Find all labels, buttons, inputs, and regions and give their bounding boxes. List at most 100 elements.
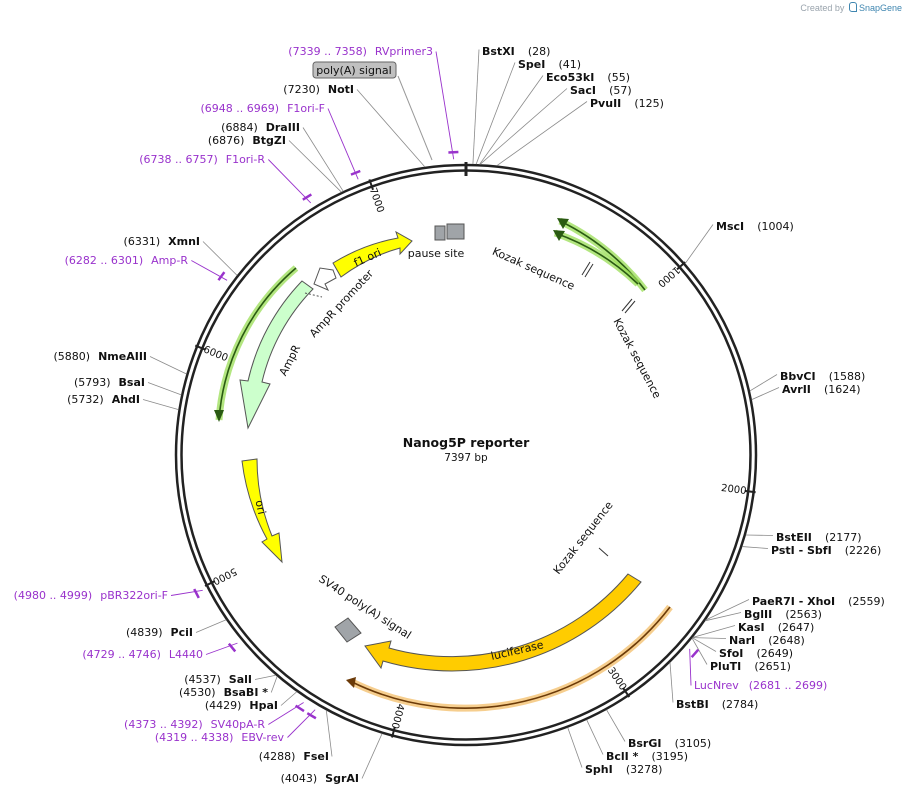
primer-leader-line <box>205 642 238 655</box>
primer-label-f1ori-r[interactable]: (6738 .. 6757)F1ori-R <box>139 153 265 166</box>
primer-leader-line <box>268 159 312 204</box>
site-label-msci[interactable]: MscI (1004) <box>716 215 794 234</box>
site-label-ahdi[interactable]: (5732)AhdI <box>67 393 140 406</box>
site-leader-line <box>606 709 626 742</box>
site-label-bstbi[interactable]: BstBI (2784) <box>676 693 758 712</box>
site-label-bsteii[interactable]: BstEII (2177) <box>776 526 862 545</box>
feature-kozak-3[interactable] <box>598 547 609 557</box>
primer-mark <box>193 588 200 599</box>
primer-leader-line <box>268 702 304 725</box>
primer-mark <box>217 271 226 281</box>
site-label-bsai[interactable]: (5793)BsaI <box>74 376 145 389</box>
site-leader-line <box>361 733 383 779</box>
site-leader-line <box>472 49 480 165</box>
site-leader-line <box>692 625 736 638</box>
site-label-sphi[interactable]: SphI (3278) <box>585 758 662 777</box>
site-label-hpai[interactable]: (4429)HpaI <box>205 699 278 712</box>
primer-mark <box>306 712 317 720</box>
feature-pause-site-label: pause site <box>408 247 465 260</box>
tick-mark <box>194 344 206 351</box>
primer-leader-line <box>435 51 455 160</box>
site-label-bstxi[interactable]: BstXI (28) <box>482 40 550 59</box>
site-leader-line <box>745 534 774 536</box>
feature-pause-site[interactable] <box>434 223 465 241</box>
site-leader-line <box>691 638 708 665</box>
primer-leader-line <box>689 648 692 686</box>
site-leader-line <box>692 637 727 639</box>
site-label-avrii[interactable]: AvrII (1624) <box>782 378 861 397</box>
snapgene-logo-icon <box>848 2 857 12</box>
feature-sv40-polya[interactable] <box>334 617 362 643</box>
site-label-btgzi[interactable]: (6876)BtgZI <box>208 134 286 147</box>
site-leader-line <box>684 224 714 264</box>
feature-polya-signal[interactable] <box>312 61 433 161</box>
feature-ori-label: ori <box>253 499 269 516</box>
site-leader-line <box>195 619 227 633</box>
primer-label-f1ori-f[interactable]: (6948 .. 6969)F1ori-F <box>201 102 326 115</box>
restriction-site-labels: BstXI (28) SpeI (41) Eco53kI (55) SacI (… <box>54 40 885 785</box>
site-label-bcli[interactable]: BclI * (3195) <box>606 745 688 764</box>
site-label-psti-sbfi[interactable]: PstI - SbfI (2226) <box>771 539 881 558</box>
site-label-kasi[interactable]: KasI (2647) <box>738 616 814 635</box>
site-label-nari[interactable]: NarI (2648) <box>729 629 805 648</box>
tick-mark <box>204 580 216 587</box>
site-label-pvuii[interactable]: PvuII (125) <box>590 92 664 111</box>
primer-labels: (7339 .. 7358)RVprimer3 (6948 .. 6969)F1… <box>14 45 828 744</box>
leader-lines <box>142 49 780 779</box>
site-label-bbvci[interactable]: BbvCI (1588) <box>780 365 865 384</box>
primer-label-pbr322ori-f[interactable]: (4980 .. 4999)pBR322ori-F <box>14 589 168 602</box>
feature-kozak-1-label: Kozak sequence <box>490 245 577 293</box>
site-label-nmeaiii[interactable]: (5880)NmeAIII <box>54 350 148 363</box>
site-label-pluti[interactable]: PluTI (2651) <box>710 655 791 674</box>
feature-luciferase[interactable] <box>346 573 673 712</box>
site-label-sali[interactable]: (4537)SalI <box>184 673 252 686</box>
site-label-saci[interactable]: SacI (57) <box>570 79 632 98</box>
site-leader-line <box>288 140 342 193</box>
feature-kozak-1[interactable] <box>581 261 594 278</box>
site-label-fsei[interactable]: (4288)FseI <box>259 750 329 763</box>
site-label-noti[interactable]: (7230)NotI <box>283 83 354 96</box>
primer-leader-line <box>287 709 316 738</box>
site-label-bsabi[interactable]: (4530)BsaBI * <box>179 686 268 699</box>
feature-ampr[interactable] <box>214 265 314 430</box>
site-leader-line <box>749 374 778 392</box>
site-label-bglii[interactable]: BglII (2563) <box>744 603 822 622</box>
tick-mark <box>391 726 396 738</box>
primer-mark <box>227 642 237 653</box>
feature-ampr-promoter[interactable] <box>304 267 337 298</box>
primer-label-sv40pa-r[interactable]: (4373 .. 4392)SV40pA-R <box>124 718 265 731</box>
site-leader-line <box>149 356 187 375</box>
feature-sv40-polya-label: SV40 poly(A) signal <box>316 572 413 641</box>
site-label-sfoi[interactable]: SfoI (2649) <box>719 642 793 661</box>
tick-label: 7000 <box>367 187 386 215</box>
primer-leader-line <box>191 260 228 281</box>
site-leader-line <box>254 674 276 680</box>
tick-mark <box>744 489 756 494</box>
tick-mark <box>676 261 686 271</box>
primer-label-l4440[interactable]: (4729 .. 4746)L4440 <box>82 648 203 661</box>
site-label-pcii[interactable]: (4839)PciI <box>126 626 193 639</box>
site-label-xmni[interactable]: (6331)XmnI <box>124 235 200 248</box>
tick-label: 2000 <box>720 483 747 497</box>
site-label-paer7i-xhoi[interactable]: PaeR7I - XhoI (2559) <box>752 590 885 609</box>
primer-label-lucnrev[interactable]: LucNrev(2681 .. 2699) <box>694 679 827 692</box>
site-label-spei[interactable]: SpeI (41) <box>518 53 581 72</box>
feature-orf-right[interactable] <box>553 217 648 293</box>
primer-mark <box>690 648 700 659</box>
tick-label: 6000 <box>202 344 230 364</box>
tick-label: 4000 <box>389 702 406 729</box>
feature-f1-ori[interactable] <box>332 230 413 278</box>
site-label-eco53ki[interactable]: Eco53kI (55) <box>546 66 630 85</box>
site-leader-line <box>142 399 179 411</box>
feature-kozak-2[interactable] <box>621 298 636 314</box>
primer-label-rvprimer3[interactable]: (7339 .. 7358)RVprimer3 <box>288 45 433 58</box>
primer-label-ebv-rev[interactable]: (4319 .. 4338)EBV-rev <box>155 731 285 744</box>
tick-mark <box>622 687 631 698</box>
site-label-bsrgi[interactable]: BsrGI (3105) <box>628 732 711 751</box>
primer-mark <box>302 193 312 201</box>
primer-label-amp-r[interactable]: (6282 .. 6301)Amp-R <box>65 254 189 267</box>
site-label-sgrai[interactable]: (4043)SgrAI <box>281 772 359 785</box>
site-label-draiii[interactable]: (6884)DraIII <box>221 121 300 134</box>
feature-ori[interactable] <box>241 458 283 564</box>
